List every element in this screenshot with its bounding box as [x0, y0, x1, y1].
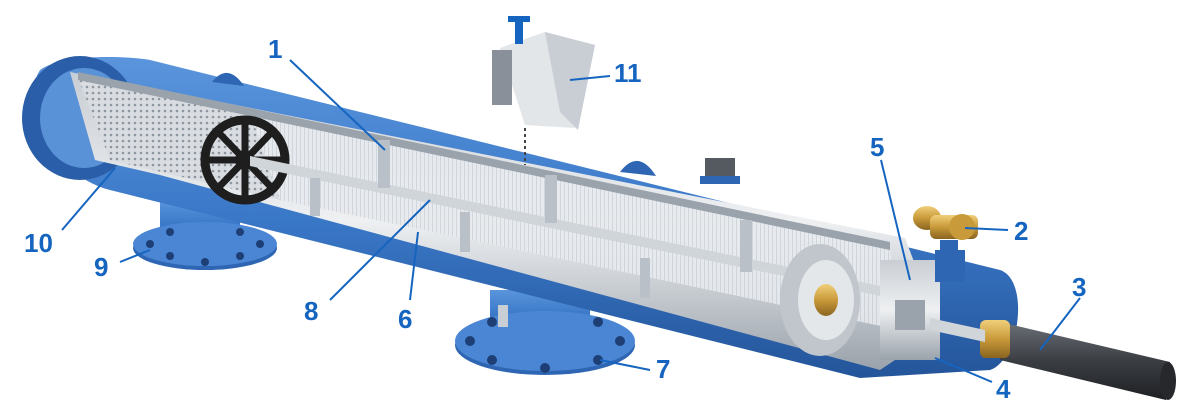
suction-scanner	[250, 140, 900, 300]
callout-9: 9	[94, 252, 109, 282]
drive-rod	[930, 318, 1176, 400]
callout-4: 4	[996, 374, 1011, 404]
flush-valve	[913, 206, 978, 254]
callout-2: 2	[1014, 216, 1029, 246]
callout-10: 10	[24, 228, 53, 258]
callout-8: 8	[304, 296, 319, 326]
callout-7: 7	[656, 354, 671, 384]
handwheel	[200, 115, 290, 205]
callout-6: 6	[398, 304, 413, 334]
top-fitting	[700, 158, 740, 184]
lifting-lugs	[212, 72, 656, 176]
end-plate	[780, 244, 860, 356]
callout-11: 11	[614, 58, 642, 88]
callout-5: 5	[870, 132, 885, 162]
callout-1: 1	[268, 34, 283, 64]
leader-lines	[61, 59, 1081, 383]
controller-box	[492, 16, 595, 165]
callout-3: 3	[1072, 272, 1087, 302]
